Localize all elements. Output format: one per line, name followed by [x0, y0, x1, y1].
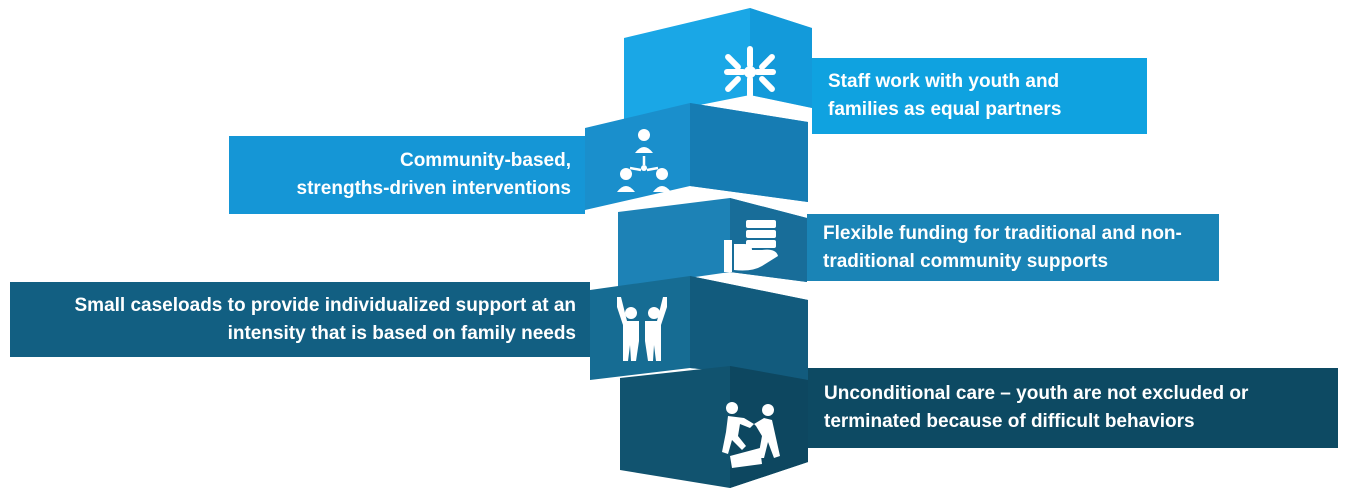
joined-hands-icon	[724, 46, 776, 98]
hand-coins-icon	[724, 220, 778, 272]
pillar-label-5: Unconditional care – youth are not exclu…	[808, 368, 1338, 448]
pillar-label-1-line-1: Staff work with youth and	[828, 71, 1060, 92]
pillar-label-4-line-2: intensity that is based on family needs	[227, 322, 576, 344]
network-people-icon	[617, 129, 671, 192]
helping-climb-icon	[722, 402, 780, 468]
pillar-label-2-line-1: Community-based,	[399, 150, 571, 171]
pillar-label-2: Community-based, strengths-driven interv…	[229, 136, 585, 214]
two-people-cheering-icon	[617, 297, 667, 361]
tower-block-4-shade	[690, 276, 808, 380]
pillar-label-5-line-2: terminated because of difficult behavior…	[824, 411, 1195, 432]
pillar-label-1-line-2: families as equal partners	[828, 99, 1062, 120]
pillar-label-3-line-2: traditional community supports	[823, 250, 1109, 272]
pillar-label-4: Small caseloads to provide individualize…	[10, 282, 590, 357]
pillar-label-1: Staff work with youth and families as eq…	[812, 58, 1147, 134]
pillar-label-3: Flexible funding for traditional and non…	[807, 214, 1219, 281]
pillar-label-3-line-1: Flexible funding for traditional and non…	[823, 222, 1182, 244]
tower-block-2-shade	[690, 103, 808, 202]
pillar-label-5-line-1: Unconditional care – youth are not exclu…	[824, 383, 1249, 404]
pillar-label-4-line-1: Small caseloads to provide individualize…	[74, 294, 577, 316]
pillar-label-2-line-2: strengths-driven interventions	[296, 178, 572, 199]
